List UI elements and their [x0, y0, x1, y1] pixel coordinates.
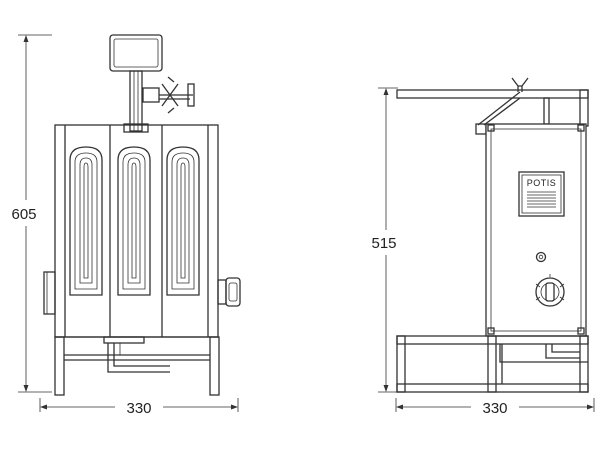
side-top-rail [396, 77, 589, 135]
front-width-dimension: 330 [39, 398, 239, 417]
side-width-label: 330 [482, 400, 507, 417]
control-knob-icon [535, 274, 565, 307]
side-height-dimension: 515 [371, 87, 398, 393]
side-width-dimension: 330 [395, 398, 595, 417]
top-control-box [109, 34, 163, 133]
indicator-light-icon [535, 251, 547, 263]
side-view: 515 330 [371, 77, 595, 417]
heater-body [54, 124, 219, 338]
side-height-label: 515 [371, 235, 396, 252]
side-control-cabinet [485, 123, 587, 337]
front-view: 605 330 [11, 34, 241, 417]
burner-panel-right [166, 146, 200, 296]
vent-grille [527, 191, 556, 208]
brand-label: POTIS [527, 178, 557, 188]
front-height-dimension: 605 [11, 34, 52, 393]
burner-panel-left [69, 146, 103, 296]
front-width-label: 330 [126, 400, 151, 417]
brand-plate: POTIS [518, 171, 565, 217]
side-base-frame [396, 335, 589, 393]
left-side-fitting [43, 271, 56, 315]
burner-panel-middle [117, 146, 151, 296]
valve-handle [142, 76, 195, 114]
front-base-frame [54, 336, 220, 396]
right-side-knob [217, 277, 241, 307]
front-height-label: 605 [11, 206, 36, 223]
